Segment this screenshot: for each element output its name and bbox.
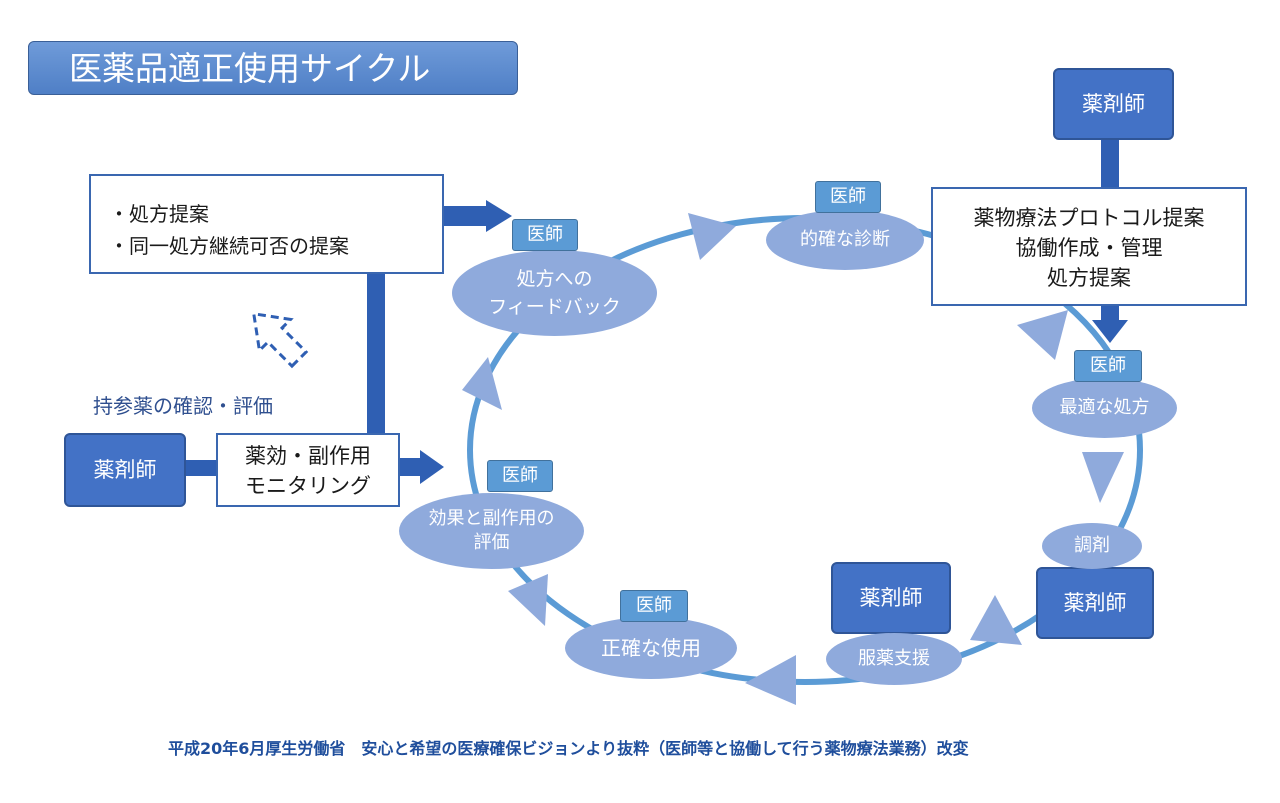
node-optimal-prescription: 最適な処方 bbox=[1032, 378, 1177, 438]
doctor-tag-feedback: 医師 bbox=[512, 219, 578, 251]
cycle-arrow-lower-right bbox=[970, 595, 1022, 645]
prescription-proposal-box: ・処方提案 ・同一処方継続可否の提案 bbox=[89, 174, 444, 274]
arrow-monitoring-shaft bbox=[400, 458, 422, 476]
arrow-proposal-head bbox=[486, 200, 512, 232]
arrow-monitoring-head bbox=[420, 450, 444, 484]
connector-pharmacist-protocol bbox=[1101, 140, 1119, 188]
source-footer: 平成20年6月厚生労働省 安心と希望の医療確保ビジョンより抜粋（医師等と協働して… bbox=[168, 739, 969, 758]
cycle-arrow-lower-left bbox=[508, 574, 548, 626]
pharmacist-box-left: 薬剤師 bbox=[64, 433, 186, 507]
feedback-line-1: 処方への bbox=[516, 268, 593, 290]
monitoring-line-2: モニタリング bbox=[245, 474, 371, 498]
node-evaluation: 効果と副作用の 評価 bbox=[399, 493, 584, 569]
cycle-arrow-top bbox=[688, 213, 736, 260]
node-feedback: 処方への フィードバック bbox=[452, 250, 657, 336]
feedback-line-2: フィードバック bbox=[488, 296, 621, 318]
proposal-item-2: ・同一処方継続可否の提案 bbox=[109, 234, 349, 258]
protocol-box: 薬物療法プロトコル提案 協働作成・管理 処方提案 bbox=[931, 187, 1247, 306]
cycle-arrow-right bbox=[1082, 452, 1124, 503]
evaluation-line-1: 効果と副作用の bbox=[428, 508, 555, 529]
cycle-arrow-left bbox=[462, 357, 502, 410]
pharmacist-box-support: 薬剤師 bbox=[831, 562, 951, 634]
dashed-upright-arrow bbox=[251, 311, 309, 369]
monitoring-box: 薬効・副作用 モニタリング bbox=[216, 433, 400, 507]
pharmacist-box-top-right: 薬剤師 bbox=[1053, 68, 1174, 140]
cycle-arrow-bottom bbox=[745, 655, 796, 705]
node-dispensing: 調剤 bbox=[1042, 523, 1142, 569]
page-title: 医薬品適正使用サイクル bbox=[28, 41, 518, 95]
protocol-line-3: 処方提案 bbox=[1047, 266, 1131, 290]
pharmacist-box-dispensing: 薬剤師 bbox=[1036, 567, 1154, 639]
doctor-tag-correct-use: 医師 bbox=[620, 590, 688, 622]
proposal-item-1: ・処方提案 bbox=[109, 202, 209, 226]
cycle-arrow-upper-right bbox=[1017, 310, 1068, 360]
protocol-line-2: 協働作成・管理 bbox=[1015, 236, 1163, 260]
connector-left-vertical bbox=[367, 270, 385, 435]
node-medication-support: 服薬支援 bbox=[826, 633, 962, 685]
arrow-protocol-shaft bbox=[1101, 305, 1119, 323]
node-correct-use: 正確な使用 bbox=[565, 617, 737, 679]
brought-medicine-label: 持参薬の確認・評価 bbox=[93, 394, 273, 418]
node-diagnosis: 的確な診断 bbox=[766, 210, 924, 270]
monitoring-line-1: 薬効・副作用 bbox=[245, 444, 371, 468]
doctor-tag-evaluation: 医師 bbox=[487, 460, 553, 492]
doctor-tag-diagnosis: 医師 bbox=[815, 181, 881, 213]
connector-pharmacist-monitoring bbox=[186, 460, 218, 476]
arrow-proposal-shaft bbox=[444, 206, 488, 226]
protocol-line-1: 薬物療法プロトコル提案 bbox=[973, 206, 1205, 230]
doctor-tag-optimal: 医師 bbox=[1074, 350, 1142, 382]
arrow-protocol-head bbox=[1092, 320, 1128, 343]
evaluation-line-2: 評価 bbox=[473, 532, 510, 553]
